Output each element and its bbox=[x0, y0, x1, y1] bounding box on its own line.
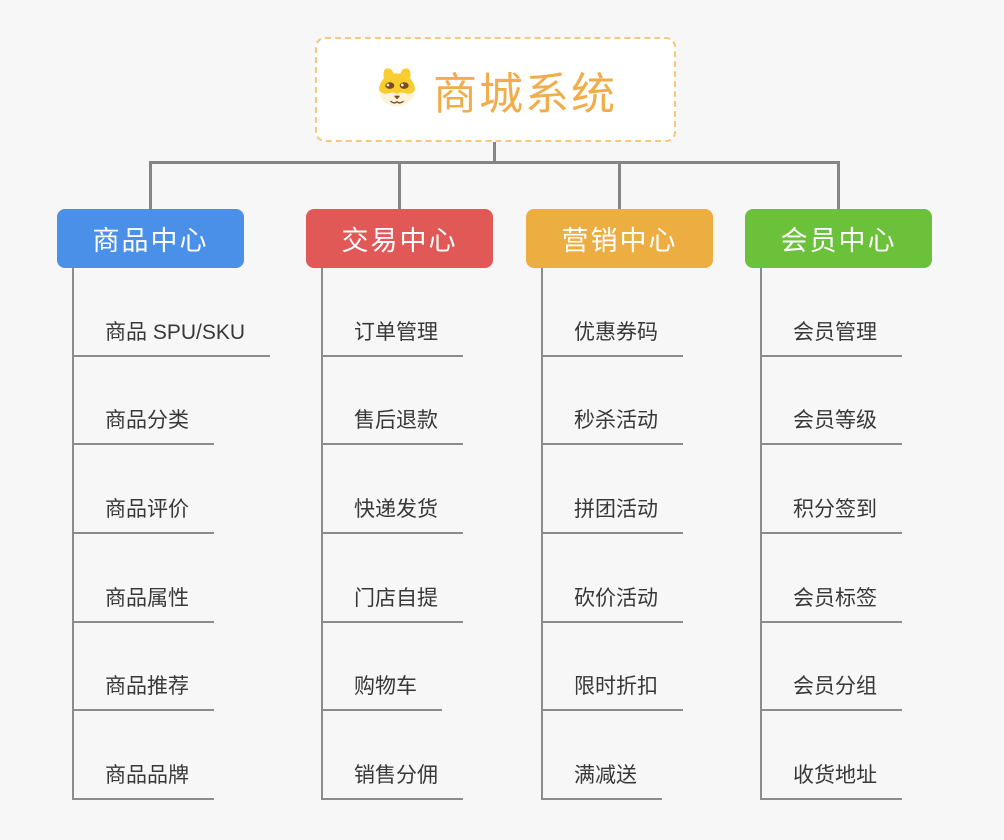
branch-node-marketing-center[interactable]: 营销中心 bbox=[526, 209, 713, 268]
branch-node-trade-center[interactable]: 交易中心 bbox=[306, 209, 493, 268]
leaf-node[interactable]: 砍价活动 bbox=[543, 582, 683, 623]
leaf-node[interactable]: 拼团活动 bbox=[543, 493, 683, 535]
branch-rail-line bbox=[149, 161, 840, 164]
branch-node-product-center[interactable]: 商品中心 bbox=[57, 209, 244, 268]
branch-drop-line bbox=[149, 161, 152, 209]
leaf-node[interactable]: 商品评价 bbox=[74, 493, 214, 535]
leaf-node[interactable]: 销售分佣 bbox=[323, 759, 463, 801]
root-title: 商城系统 bbox=[433, 69, 617, 119]
root-node-mall-system[interactable]: 商城系统 bbox=[315, 37, 676, 142]
leaf-list-member-center: 会员管理 会员等级 积分签到 会员标签 会员分组 收货地址 bbox=[760, 268, 975, 801]
leaf-node[interactable]: 满减送 bbox=[543, 759, 662, 801]
leaf-node[interactable]: 限时折扣 bbox=[543, 670, 683, 712]
branch-column-product-center: 商品中心 商品 SPU/SKU 商品分类 商品评价 商品属性 商品推荐 商品品牌 bbox=[57, 209, 287, 801]
leaf-node[interactable]: 秒杀活动 bbox=[543, 404, 683, 446]
branch-drop-line bbox=[618, 161, 621, 209]
branch-node-member-center[interactable]: 会员中心 bbox=[745, 209, 932, 268]
leaf-node[interactable]: 订单管理 bbox=[323, 316, 463, 357]
leaf-node[interactable]: 优惠券码 bbox=[543, 316, 683, 357]
leaf-node[interactable]: 积分签到 bbox=[762, 493, 902, 535]
leaf-node[interactable]: 收货地址 bbox=[762, 759, 902, 801]
root-trunk-line bbox=[493, 140, 496, 163]
leaf-node[interactable]: 购物车 bbox=[323, 670, 442, 712]
branch-column-marketing-center: 营销中心 优惠券码 秒杀活动 拼团活动 砍价活动 限时折扣 满减送 bbox=[526, 209, 756, 801]
leaf-node[interactable]: 商品品牌 bbox=[74, 759, 214, 801]
leaf-node[interactable]: 售后退款 bbox=[323, 404, 463, 446]
leaf-node[interactable]: 商品属性 bbox=[74, 582, 214, 623]
dog-face-icon bbox=[374, 66, 420, 113]
leaf-node[interactable]: 会员等级 bbox=[762, 404, 902, 446]
branch-column-trade-center: 交易中心 订单管理 售后退款 快递发货 门店自提 购物车 销售分佣 bbox=[306, 209, 536, 801]
leaf-node[interactable]: 会员分组 bbox=[762, 670, 902, 712]
branch-column-member-center: 会员中心 会员管理 会员等级 积分签到 会员标签 会员分组 收货地址 bbox=[745, 209, 975, 801]
leaf-node[interactable]: 会员管理 bbox=[762, 316, 902, 357]
leaf-node[interactable]: 商品 SPU/SKU bbox=[74, 316, 271, 357]
leaf-node[interactable]: 快递发货 bbox=[323, 493, 463, 535]
leaf-list-trade-center: 订单管理 售后退款 快递发货 门店自提 购物车 销售分佣 bbox=[321, 268, 536, 801]
leaf-node[interactable]: 商品分类 bbox=[74, 404, 214, 446]
leaf-node[interactable]: 会员标签 bbox=[762, 582, 902, 623]
leaf-node[interactable]: 门店自提 bbox=[323, 582, 463, 623]
leaf-list-product-center: 商品 SPU/SKU 商品分类 商品评价 商品属性 商品推荐 商品品牌 bbox=[72, 268, 287, 801]
branch-drop-line bbox=[837, 161, 840, 209]
branch-drop-line bbox=[398, 161, 401, 209]
leaf-node[interactable]: 商品推荐 bbox=[74, 670, 214, 712]
leaf-list-marketing-center: 优惠券码 秒杀活动 拼团活动 砍价活动 限时折扣 满减送 bbox=[541, 268, 756, 801]
